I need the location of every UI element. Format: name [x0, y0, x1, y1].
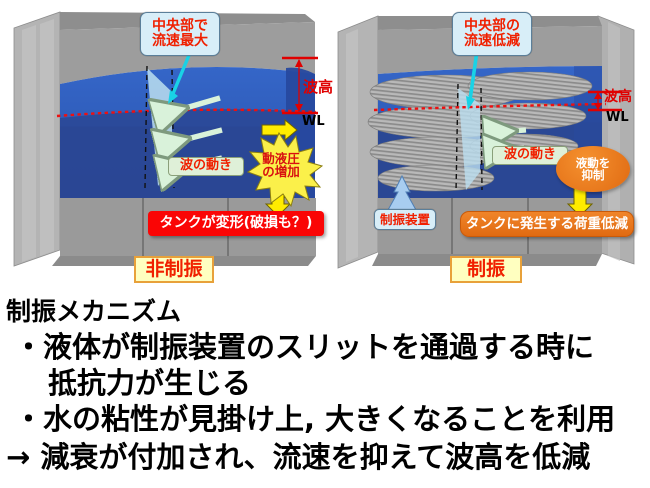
badge-liquid-motion-suppressed: 液動を 抑制 — [556, 146, 630, 192]
text-line-4: → 減衰が付加され、流速を抑えて波高を低減 — [6, 440, 591, 474]
wave-motion-arrow-1 — [158, 95, 221, 116]
center-plane-dash-left — [144, 65, 148, 189]
wave-height-arrow-up — [594, 92, 602, 99]
callout-leader-head — [466, 96, 475, 110]
tank-wall-rib-2 — [608, 22, 620, 261]
tank-wall-rib-1 — [22, 25, 36, 262]
tank-wall-rib-2 — [40, 19, 54, 256]
waterline-dotted — [373, 102, 607, 112]
label-waterline-damped: WL — [606, 110, 629, 125]
tank-wall-rib-1 — [346, 29, 358, 262]
text-line-1: ・液体が制振装置のスリットを通過する時に — [14, 330, 595, 364]
label-wave-height-undamped: 波高 — [303, 78, 334, 96]
label-wave-motion-undamped: 波の動き — [168, 157, 244, 176]
label-damping-device: 制振装置 — [374, 209, 436, 230]
callout-leader-cyan — [170, 47, 194, 97]
text-heading: 制振メカニズム — [6, 297, 182, 326]
label-waterline-undamped: WL — [302, 114, 325, 129]
explanation-text-block: 制振メカニズム ・液体が制振装置のスリットを通過する時に 抵抗力が生じる ・水の… — [0, 288, 650, 488]
panel-damped: 中央部の 流速低減 波の動き 液動を 抑制 制振装置 波高 WL タンクに発生す… — [330, 0, 650, 290]
center-plane-dash-right — [171, 69, 175, 189]
tank-diagram-damped — [337, 15, 635, 269]
center-flow-wedge — [458, 88, 480, 190]
wave-motion-arrow-2 — [160, 130, 223, 146]
center-plane-dash-right — [480, 87, 483, 191]
callout-center-velocity-max: 中央部で 流速最大 — [140, 12, 220, 56]
label-wave-height-damped: 波高 — [604, 89, 632, 105]
device-pointer-arrow — [387, 174, 417, 211]
text-line-3: ・水の粘性が見掛け上, 大きくなることを利用 — [14, 402, 616, 436]
text-line-2: 抵抗力が生じる — [48, 366, 252, 400]
label-dynamic-pressure-increase: 動液圧 の増加 — [262, 151, 300, 180]
pressure-arrow-right — [261, 118, 298, 142]
banner-tank-deformation: タンクが変形(破損も？) — [148, 211, 324, 236]
caption-damped: 制振 — [450, 256, 522, 283]
center-plane-dash-left — [455, 83, 459, 193]
banner-load-reduction: タンクに発生する荷重低減 — [460, 211, 634, 237]
callout-center-velocity-reduced: 中央部の 流速低減 — [452, 12, 532, 56]
callout-leader-head — [168, 90, 178, 104]
wave-height-arrow-down — [594, 103, 602, 110]
tank-diagram-undamped — [13, 11, 324, 267]
panel-undamped: 中央部で 流速最大 波の動き 動液圧 の増加 波高 WL タンクが変形(破損も？… — [0, 0, 334, 290]
wave-motion-arrow-1 — [488, 130, 527, 133]
pressure-burst-shape — [246, 131, 324, 208]
wave-height-arrow-up — [295, 59, 303, 67]
caption-undamped: 非制振 — [134, 256, 214, 283]
wave-height-arrow-down — [295, 104, 303, 112]
